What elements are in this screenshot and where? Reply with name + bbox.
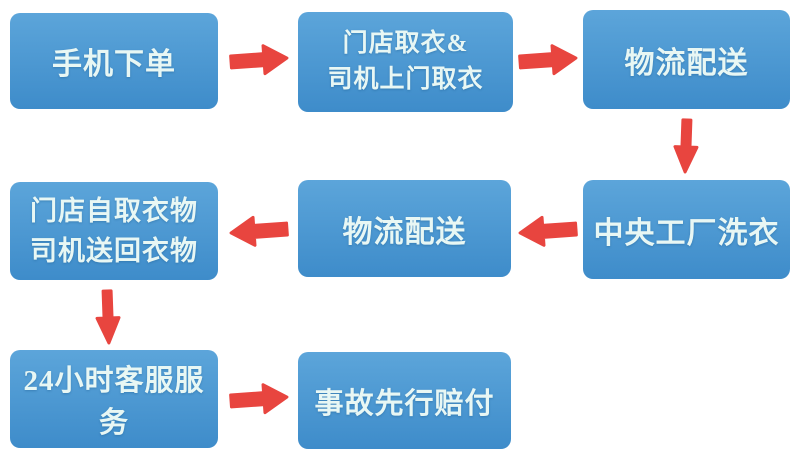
arrow-left-icon	[227, 210, 291, 252]
node-store-pickup: 门店取衣& 司机上门取衣	[298, 12, 513, 112]
node-logistics-delivery-2-label: 物流配送	[342, 215, 467, 249]
node-central-factory-wash-label: 中央工厂洗衣	[593, 216, 780, 250]
node-phone-order-label: 手机下单	[52, 48, 176, 81]
node-store-return: 门店自取衣物 司机送回衣物	[10, 182, 218, 280]
node-store-return-label-line1: 门店自取衣物	[30, 196, 198, 226]
arrow-down-icon	[94, 288, 122, 347]
node-central-factory-wash: 中央工厂洗衣	[583, 180, 790, 279]
node-logistics-delivery-1: 物流配送	[583, 10, 790, 109]
node-store-pickup-label-line1: 门店取衣&	[342, 30, 469, 57]
arrow-right-icon	[516, 39, 580, 81]
node-customer-service-24h-label: 24小时客服服务	[23, 365, 205, 439]
node-accident-compensation-label: 事故先行赔付	[314, 387, 495, 420]
arrow-right-icon	[227, 378, 291, 420]
node-customer-service-24h: 24小时客服服务	[10, 350, 218, 448]
node-store-pickup-label-line2: 司机上门取衣	[327, 66, 484, 93]
node-accident-compensation: 事故先行赔付	[298, 352, 511, 449]
arrow-down-icon	[672, 117, 700, 176]
node-phone-order: 手机下单	[10, 13, 218, 109]
arrow-right-icon	[227, 39, 291, 81]
node-store-return-label-line2: 司机送回衣物	[30, 236, 198, 266]
node-logistics-delivery-2: 物流配送	[298, 180, 511, 277]
node-logistics-delivery-1-label: 物流配送	[624, 46, 749, 80]
arrow-left-icon	[516, 210, 580, 252]
